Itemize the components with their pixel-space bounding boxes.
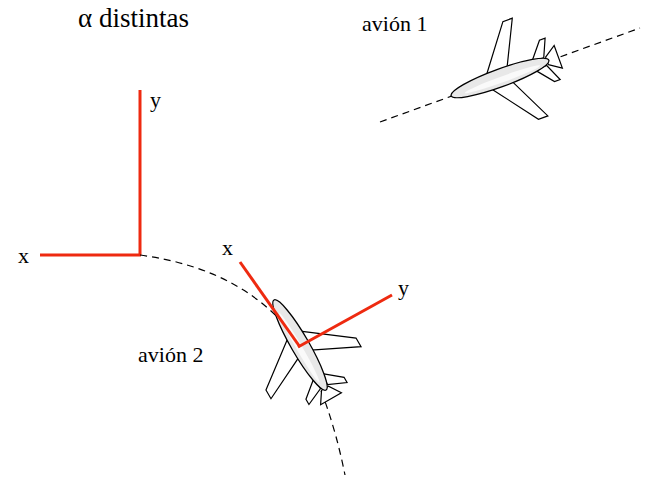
axis-line [298,295,392,347]
axis-label: x [222,236,233,260]
axis-label: y [398,276,409,300]
axis-line [40,254,141,257]
axis-line [240,262,300,347]
airplane [433,8,576,145]
plane-label: avión 2 [138,343,203,367]
heading-text: α distintas [78,4,189,34]
plane-label: avión 1 [362,12,427,36]
airplane [229,274,376,425]
axis-line [139,90,142,255]
axis-label: y [150,88,161,112]
axis-label: x [18,244,29,268]
